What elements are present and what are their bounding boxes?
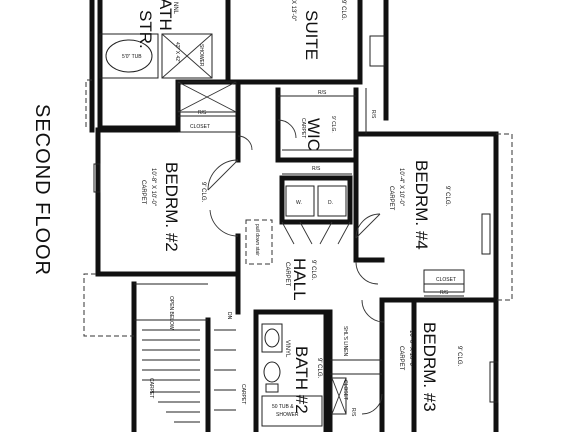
master-bath-label: STR. xyxy=(136,10,155,49)
stair-carpet-left: CARPET xyxy=(148,378,154,398)
suite-label: SUITE xyxy=(302,10,321,60)
bedroom2-floor: CARPET xyxy=(140,180,146,205)
detail-lines xyxy=(83,33,513,427)
suite-dims: X 13'-0" xyxy=(290,0,296,21)
open-below-label: OPEN BELOW xyxy=(168,296,174,330)
wic-label: WIC xyxy=(304,118,323,151)
rs-label-wic: R/S xyxy=(312,166,321,172)
dn-label: DN xyxy=(226,312,232,320)
shower-label: SHOWER xyxy=(198,44,204,67)
bath2-label: BATH #2 xyxy=(292,346,311,414)
bedroom2-ceiling: 9' CLG. xyxy=(200,182,206,202)
master-bath-note: NNL xyxy=(172,2,178,15)
closet-label-bath: CLOSET xyxy=(342,380,348,400)
hall-ceiling: 9' CLG. xyxy=(310,260,316,280)
stair-carpet-right: CARPET xyxy=(240,384,246,404)
bedroom2-dims: 10'-8" X 10'-0" xyxy=(150,168,156,206)
hall-label: HALL xyxy=(290,258,309,301)
shower-dims-label: 42" X 42" xyxy=(174,42,180,63)
rs-label-suite-2: R/S xyxy=(370,110,376,119)
master-bath-label-2: ATH xyxy=(156,0,175,31)
closet-label-bed4: CLOSET xyxy=(436,277,456,283)
rs-label-bath: R/S xyxy=(350,408,356,417)
tub-label: 5'0" TUB xyxy=(122,54,142,60)
tub-shower-label-2: SHOWER xyxy=(276,412,299,418)
rs-label-left: R/S xyxy=(198,110,207,116)
wic-floor: CARPET xyxy=(300,118,306,138)
bedroom4-dims: 10'-4" X 10'-0" xyxy=(398,168,404,206)
washer-label: W. xyxy=(296,200,302,206)
pull-down-label: pull down stair xyxy=(254,224,260,256)
bath2-floor: VINYL xyxy=(284,340,290,358)
bedroom4-label: BEDRM. #4 xyxy=(412,160,431,250)
dryer-label: D. xyxy=(328,200,333,206)
rs-label-bed4: R/S xyxy=(440,290,449,296)
bedroom4-floor: CARPET xyxy=(388,186,394,211)
hall-floor: CARPET xyxy=(284,262,290,287)
bedroom3-label: BEDRM. #3 xyxy=(420,322,439,412)
bedroom2-label: BEDRM. #2 xyxy=(162,162,181,252)
rs-label-suite: R/S xyxy=(318,90,327,96)
floor-title: SECOND FLOOR xyxy=(31,104,53,276)
bedroom3-floor: CARPET xyxy=(398,346,404,371)
bath2-ceiling: 9' CLG. xyxy=(316,358,322,378)
suite-ceiling: 9' CLG. xyxy=(340,0,346,20)
bedroom3-dims: 10'-0" X 10'-0" xyxy=(408,330,414,368)
wic-ceiling: 9' CLG. xyxy=(330,116,336,133)
bedroom4-ceiling: 9' CLG. xyxy=(444,186,450,206)
bedroom3-ceiling: 9' CLG. xyxy=(456,346,462,366)
tub-shower-label: 50 TUB & xyxy=(272,404,294,410)
linen-label: SHL'S LINEN xyxy=(342,326,348,357)
closet-label-left: CLOSET xyxy=(190,124,210,130)
